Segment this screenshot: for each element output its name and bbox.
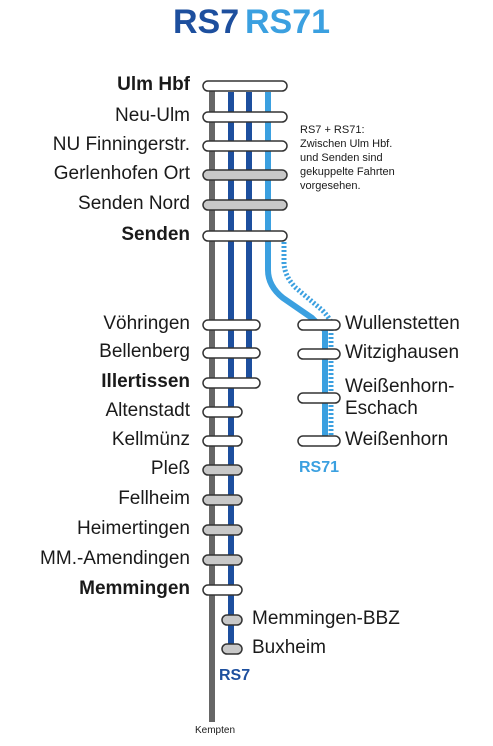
station-label: Weißenhorn-Eschach [345,376,455,419]
station-stop [202,554,243,566]
station-stop [297,435,341,447]
note-line: vorgesehen. [300,180,361,192]
station-stop [202,230,288,242]
station-stop [202,377,261,389]
station-stop [221,614,243,626]
kempten-label: Kempten [194,725,236,736]
station-label: NU Finningerstr. [52,134,190,155]
stops [202,80,341,655]
station-stop [202,80,288,92]
station-label: Gerlenhofen Ort [53,163,190,184]
station-stop [297,348,341,360]
station-label: Wullenstetten [345,313,460,334]
rs7-tag: RS7 [219,667,251,684]
title-rs71: RS71 [245,3,331,41]
note-line: RS7 + RS71: [300,124,365,136]
station-label: Witzighausen [345,342,460,363]
station-label: Kellmünz [111,429,190,450]
station-label: Senden [121,224,190,245]
note-line: gekuppelte Fahrten [300,166,395,178]
station-label: Neu-Ulm [115,105,190,126]
station-label: Fellheim [118,488,190,509]
station-label: MM.-Amendingen [40,548,190,569]
station-stop [221,643,243,655]
station-stop [202,406,243,418]
station-stop [202,347,261,359]
station-label: Memmingen [79,578,190,599]
station-stop [202,584,243,596]
station-stop [202,199,288,211]
coupling-note: RS7 + RS71: Zwischen Ulm Hbf. und Senden… [300,123,420,193]
station-stop [202,140,288,152]
rs71-branch-hatched [281,238,334,324]
station-stop [202,319,261,331]
station-stop [297,392,341,404]
station-label: Memmingen-BBZ [252,608,400,629]
station-stop [202,494,243,506]
station-label: Bellenberg [99,341,190,362]
station-stop [202,524,243,536]
station-stop [202,169,288,181]
station-stop [297,319,341,331]
note-line: und Senden sind [300,152,383,164]
station-label: Buxheim [252,637,326,658]
station-stop [202,111,288,123]
station-label: Heimertingen [77,518,190,539]
station-label: Weißenhorn [345,429,449,450]
station-stop [202,435,243,447]
station-label: Illertissen [101,371,190,392]
rs71-tag: RS71 [299,459,340,476]
station-label: Pleß [150,458,190,479]
title-rs7: RS7 [173,3,240,41]
station-label: Ulm Hbf [117,74,190,95]
rs71-branch-curve [265,236,327,333]
note-line: Zwischen Ulm Hbf. [300,138,393,150]
station-label: Altenstadt [105,400,191,421]
station-label: Senden Nord [78,193,190,214]
station-stop [202,464,243,476]
station-label: Vöhringen [103,313,190,334]
